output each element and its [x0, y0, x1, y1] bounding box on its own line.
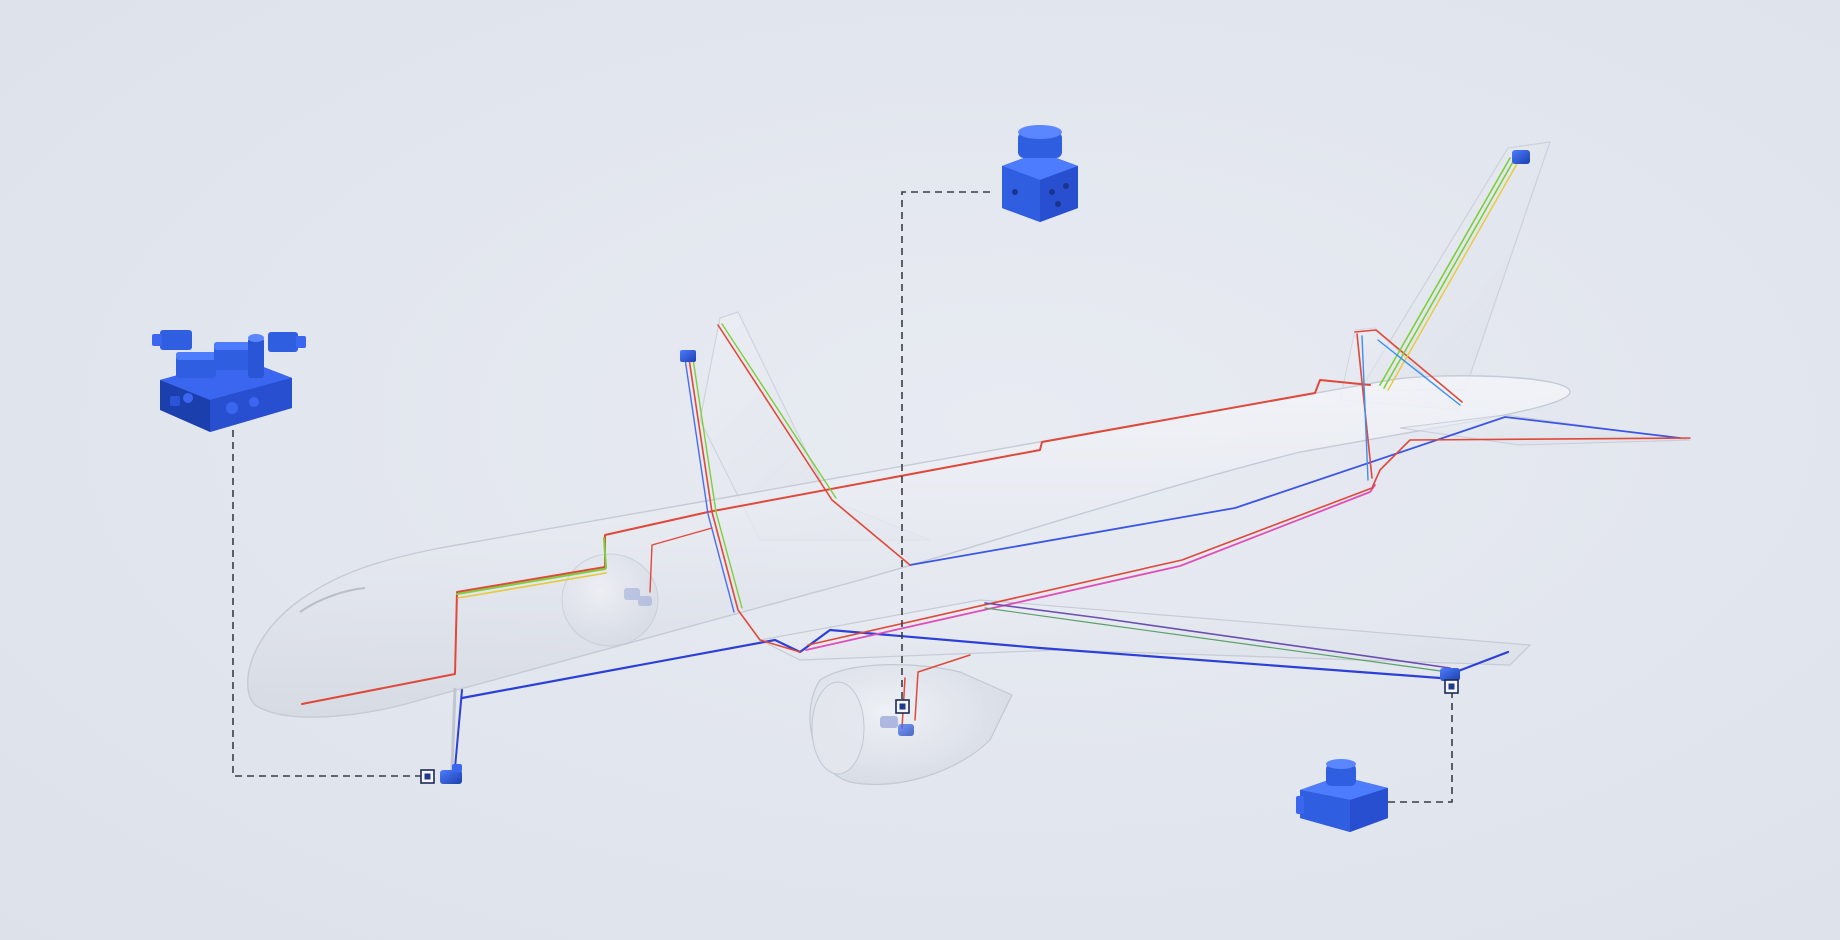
system-line-near-wing-mix	[984, 602, 1451, 669]
leader-lines	[232, 191, 1453, 803]
system-line-tail-blue	[1361, 335, 1461, 481]
leader-line-servo-valve	[901, 191, 990, 700]
nose-gear	[450, 687, 457, 771]
system-line-near-wing-green	[984, 607, 1449, 673]
hydraulic-manifold-icon[interactable]	[152, 330, 306, 432]
anchor-markers[interactable]	[420, 679, 1459, 784]
servo-valve-icon[interactable]	[1002, 125, 1078, 222]
marker-nose-gear[interactable]	[420, 769, 435, 784]
system-line-red-mid	[807, 437, 1691, 646]
system-line-far-wing-blue	[683, 351, 735, 613]
system-line-tail-green	[1379, 157, 1515, 389]
actuator-block-icon[interactable]	[1296, 759, 1388, 832]
aircraft	[247, 141, 1691, 786]
tail-tip-actuator-icon	[1512, 150, 1530, 164]
system-line-nose-gear	[454, 689, 463, 769]
wing-tip-actuator-icon	[1440, 668, 1460, 681]
system-line-yellow	[457, 572, 607, 599]
system-lines	[301, 157, 1691, 769]
cockpit-windows	[299, 587, 366, 613]
system-line-green	[456, 537, 607, 595]
onboard-components	[440, 150, 1530, 784]
system-line-far-wing-green	[691, 323, 837, 609]
far-wing-tip-actuator-icon	[680, 350, 696, 362]
marker-engine[interactable]	[895, 699, 910, 714]
engine-near-intake	[811, 681, 865, 775]
nose-gear-actuator-icon	[440, 764, 462, 784]
system-line-front-engine	[649, 527, 713, 593]
engine-pump-icon	[880, 716, 914, 736]
system-line-tail-yellow	[1387, 161, 1519, 391]
marker-wing-tip[interactable]	[1444, 679, 1459, 694]
leader-line-actuator-block	[1388, 692, 1453, 803]
leader-line-manifold	[232, 430, 422, 777]
front-engine-pump-icon	[624, 588, 652, 606]
system-line-far-wing-red	[687, 324, 911, 653]
